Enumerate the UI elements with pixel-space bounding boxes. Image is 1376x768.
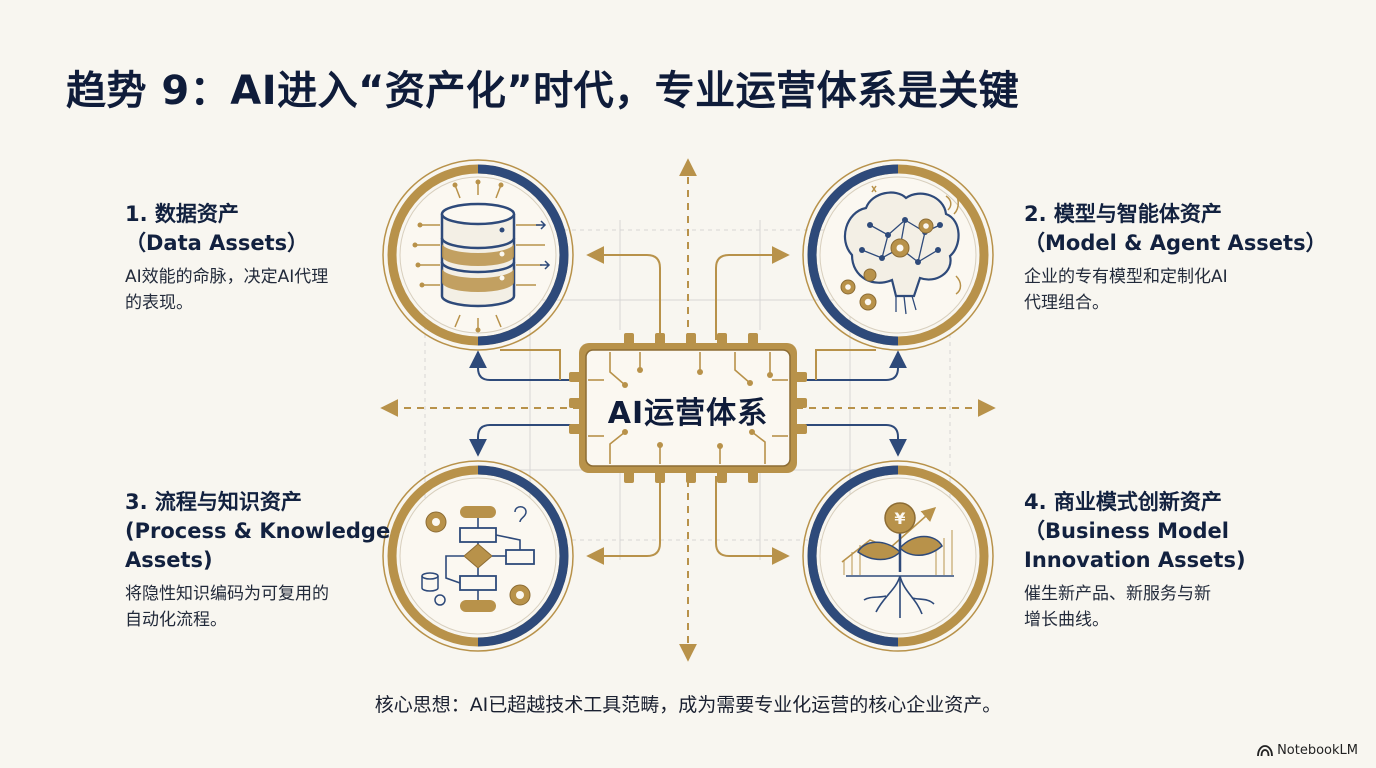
page-title: 趋势 9：AI进入“资产化”时代，专业运营体系是关键 [66,68,1020,114]
card-body-line2: 代理组合。 [1024,293,1109,313]
asset-circle-4: ¥ [802,460,994,652]
card-heading: 2. 模型与智能体资产 （Model & Agent Assets） [1024,200,1327,258]
card-body: 企业的专有模型和定制化AI 代理组合。 [1024,264,1324,316]
card-heading-line2: （Data Assets） [125,231,309,255]
card-heading-line3: Innovation Assets) [1024,548,1246,572]
brain-icon [840,185,962,315]
asset-circle-2 [802,159,994,351]
card-body: AI效能的命脉，决定AI代理 的表现。 [125,264,385,316]
card-heading-line2: （Model & Agent Assets） [1024,231,1327,255]
card-heading-line1: 2. 模型与智能体资产 [1024,202,1222,226]
card-heading-line1: 3. 流程与知识资产 [125,490,302,514]
flowchart-icon [421,506,535,612]
card-body-line1: 将隐性知识编码为可复用的 [125,584,329,604]
card-body-line2: 增长曲线。 [1024,610,1109,630]
card-body-line2: 的表现。 [125,293,193,313]
database-icon [412,179,551,333]
card-heading-line2: (Process & Knowledge [125,519,391,543]
brand-name: NotebookLM [1277,743,1358,758]
card-heading: 3. 流程与知识资产 (Process & Knowledge Assets) [125,488,395,575]
card-heading-line2: （Business Model [1024,519,1229,543]
brand-watermark: NotebookLM [1257,743,1358,758]
asset-card-business-model: 4. 商业模式创新资产 （Business Model Innovation A… [1024,488,1284,633]
connector-arrows [469,246,907,565]
card-heading-line1: 4. 商业模式创新资产 [1024,490,1222,514]
card-body: 将隐性知识编码为可复用的 自动化流程。 [125,581,395,633]
card-heading: 1. 数据资产 （Data Assets） [125,200,385,258]
card-body-line1: 企业的专有模型和定制化AI [1024,267,1228,287]
card-heading-line3: Assets) [125,548,213,572]
asset-card-model-agent: 2. 模型与智能体资产 （Model & Agent Assets） 企业的专有… [1024,200,1327,316]
card-body-line2: 自动化流程。 [125,610,227,630]
axis-arrows [380,158,996,662]
notebooklm-logo-icon [1257,744,1273,756]
svg-text:¥: ¥ [894,509,905,528]
asset-circle-3 [382,460,574,652]
card-heading-line1: 1. 数据资产 [125,202,239,226]
money-plant-icon: ¥ [841,502,954,618]
card-body-line1: AI效能的命脉，决定AI代理 [125,267,329,287]
asset-card-data: 1. 数据资产 （Data Assets） AI效能的命脉，决定AI代理 的表现… [125,200,385,316]
center-label: AI运营体系 [607,396,769,431]
asset-circle-1 [382,159,574,351]
asset-card-process-knowledge: 3. 流程与知识资产 (Process & Knowledge Assets) … [125,488,395,633]
card-heading: 4. 商业模式创新资产 （Business Model Innovation A… [1024,488,1284,575]
chip-icon [569,333,807,483]
card-body-line1: 催生新产品、新服务与新 [1024,584,1211,604]
core-idea: 核心思想：AI已超越技术工具范畴，成为需要专业化运营的核心企业资产。 [374,694,1002,716]
card-body: 催生新产品、新服务与新 增长曲线。 [1024,581,1284,633]
